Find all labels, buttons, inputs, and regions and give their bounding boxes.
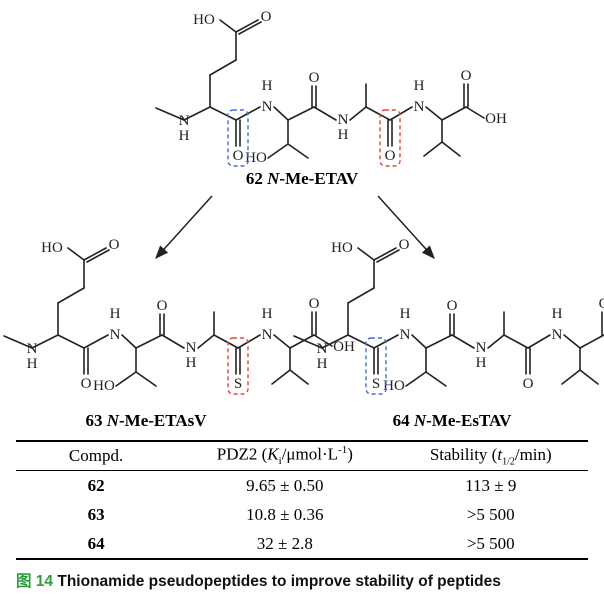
atom-n-n4: N xyxy=(262,327,273,343)
atom-o-acid: O xyxy=(261,9,272,25)
atom-h-amine: H xyxy=(179,128,190,144)
atom-ho-acid: HO xyxy=(193,12,215,28)
atom-o-cooh: O xyxy=(309,296,320,312)
atom-ho-thr: HO xyxy=(383,378,405,394)
atom-o-c2: O xyxy=(157,298,168,314)
table-row: 64 32 ± 2.8 >5 500 xyxy=(16,529,588,560)
atom-o-cooh: O xyxy=(599,296,604,312)
cell-stability: >5 500 xyxy=(393,529,588,560)
results-table-area: Compd. PDZ2 (Ki/μmol·L-1) Stability (t1/… xyxy=(16,440,588,560)
atom-h-n4: H xyxy=(552,306,563,322)
atom-n-n3: N xyxy=(476,340,487,356)
compound-label-63: 63 N-Me-ETAsV xyxy=(85,411,207,430)
atom-ho-thr: HO xyxy=(245,150,267,166)
cell-compd: 64 xyxy=(16,529,177,560)
figure-caption: 图 14 Thionamide pseudopeptides to improv… xyxy=(16,569,596,591)
atom-o-c3: O xyxy=(523,376,534,392)
atom-n-n2: N xyxy=(400,327,411,343)
arrow-left xyxy=(155,195,213,260)
atom-n-n3: N xyxy=(186,340,197,356)
table-row: 63 10.8 ± 0.36 >5 500 xyxy=(16,500,588,529)
atom-s-c3: S xyxy=(234,376,242,392)
atom-o-c1: O xyxy=(233,148,244,164)
atom-n-n3: N xyxy=(338,112,349,128)
header-stability: Stability (t1/2/min) xyxy=(393,440,588,471)
atom-o-c3: O xyxy=(385,148,396,164)
atom-o-c2: O xyxy=(309,70,320,86)
atom-h-amine: H xyxy=(27,356,38,372)
atom-o-acid: O xyxy=(109,237,120,253)
atom-h-n2: H xyxy=(110,306,121,322)
arrow-right xyxy=(377,195,435,260)
header-pdz2: PDZ2 (Ki/μmol·L-1) xyxy=(176,440,394,471)
atom-n-n2: N xyxy=(262,99,273,115)
table-header-row: Compd. PDZ2 (Ki/μmol·L-1) Stability (t1/… xyxy=(16,440,588,471)
atom-h-n3: H xyxy=(186,355,197,371)
cell-compd: 63 xyxy=(87,504,105,524)
atom-ho-acid: HO xyxy=(331,240,353,256)
atom-s-c1: S xyxy=(372,376,380,392)
atom-oh-cooh: OH xyxy=(485,111,507,127)
cell-pdz2: 10.8 ± 0.36 xyxy=(246,504,324,524)
molecule-63: N H O HO O H N HO O N H S H N O OH xyxy=(3,237,355,395)
atom-h-n4: H xyxy=(414,78,425,94)
atom-n-amine: N xyxy=(317,341,328,357)
atom-oh-cooh: OH xyxy=(333,339,355,355)
atom-h-n4: H xyxy=(262,306,273,322)
atom-n-n4: N xyxy=(414,99,425,115)
molecule-64: N H O HO S H N HO O N H O H N O OH xyxy=(293,237,604,395)
atom-n-n2: N xyxy=(110,327,121,343)
compound-label-64: 64 N-Me-EsTAV xyxy=(393,411,513,430)
atom-h-n3: H xyxy=(338,127,349,143)
atom-n-amine: N xyxy=(27,341,38,357)
atom-h-n2: H xyxy=(262,78,273,94)
atom-n-n4: N xyxy=(552,327,563,343)
atom-h-amine: H xyxy=(317,356,328,372)
cell-pdz2: 9.65 ± 0.50 xyxy=(246,475,324,495)
atom-o-c1: O xyxy=(81,376,92,392)
atom-ho-thr: HO xyxy=(93,378,115,394)
table-row: 62 9.65 ± 0.50 113 ± 9 xyxy=(16,471,588,501)
compound-label-62: 62 N-Me-ETAV xyxy=(246,169,359,188)
atom-h-n3: H xyxy=(476,355,487,371)
cell-stability: 113 ± 9 xyxy=(465,475,517,495)
atom-o-c2: O xyxy=(447,298,458,314)
results-table: Compd. PDZ2 (Ki/μmol·L-1) Stability (t1/… xyxy=(16,440,588,560)
molecule-62: N H O HO O H N HO O N H O H N O OH xyxy=(155,9,507,167)
cell-compd: 62 xyxy=(87,475,105,495)
cell-stability: >5 500 xyxy=(466,504,515,524)
atom-h-n2: H xyxy=(400,306,411,322)
atom-ho-acid: HO xyxy=(41,240,63,256)
atom-o-acid: O xyxy=(399,237,410,253)
figure-title: Thionamide pseudopeptides to improve sta… xyxy=(57,573,501,590)
cell-pdz2: 32 ± 2.8 xyxy=(176,529,394,560)
figure-number: 图 14 xyxy=(16,573,54,590)
atom-n-amine: N xyxy=(179,113,190,129)
atom-o-cooh: O xyxy=(461,68,472,84)
reaction-scheme: N H O HO O H N HO O N H O H N O OH 62 N-… xyxy=(3,9,604,430)
header-compd: Compd. xyxy=(16,440,177,471)
